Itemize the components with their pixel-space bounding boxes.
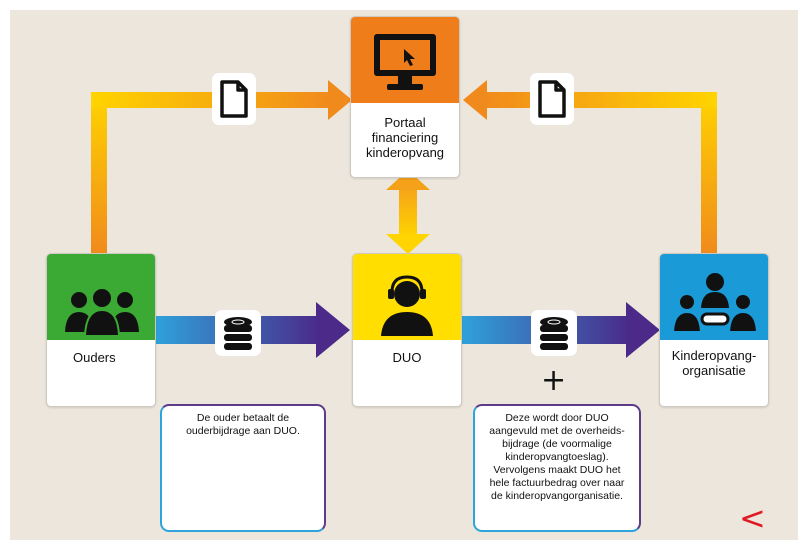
diagram-canvas: Portaal financiering kinderopvang Ouders [10, 10, 798, 540]
arrow-head-top-right [463, 80, 487, 120]
duo-label: DUO [392, 350, 422, 365]
kinderopvang-label: Kinderopvang- organisatie [671, 348, 757, 378]
ouders-note: De ouder betaalt de ouderbijdrage aan DU… [160, 404, 326, 532]
portal-card: Portaal financiering kinderopvang [350, 16, 460, 178]
document-icon [530, 73, 574, 125]
duo-note: Deze wordt door DUO aangevuld met de ove… [473, 404, 641, 532]
kinderopvang-card: Kinderopvang- organisatie [659, 253, 769, 407]
arrow-portal-duo-shaft [399, 186, 417, 238]
arrow-head-up [386, 170, 430, 190]
back-chevron-icon[interactable]: < [739, 499, 766, 537]
arrow-head-down [386, 234, 430, 254]
organization-people-icon [671, 272, 759, 341]
document-icon [212, 73, 256, 125]
ouders-label: Ouders [73, 350, 116, 365]
headset-operator-icon [375, 272, 439, 341]
arrow-top-left [91, 92, 331, 108]
coin-stack-icon [215, 310, 261, 356]
coin-stack-icon [531, 310, 577, 356]
group-of-people-icon [65, 286, 139, 341]
arrow-kinderopvang-up [701, 92, 717, 255]
arrow-head-ouders-duo [316, 302, 350, 358]
ouders-card: Ouders [46, 253, 156, 407]
portal-label: Portaal financiering kinderopvang [365, 115, 445, 160]
arrow-head-top-left [328, 80, 352, 120]
arrow-ouders-up [91, 92, 107, 255]
duo-card: DUO [352, 253, 462, 407]
plus-sign: + [541, 363, 567, 398]
arrow-head-duo-kinderopvang [626, 302, 660, 358]
computer-monitor-icon [371, 31, 439, 98]
arrow-top-right [484, 92, 717, 108]
